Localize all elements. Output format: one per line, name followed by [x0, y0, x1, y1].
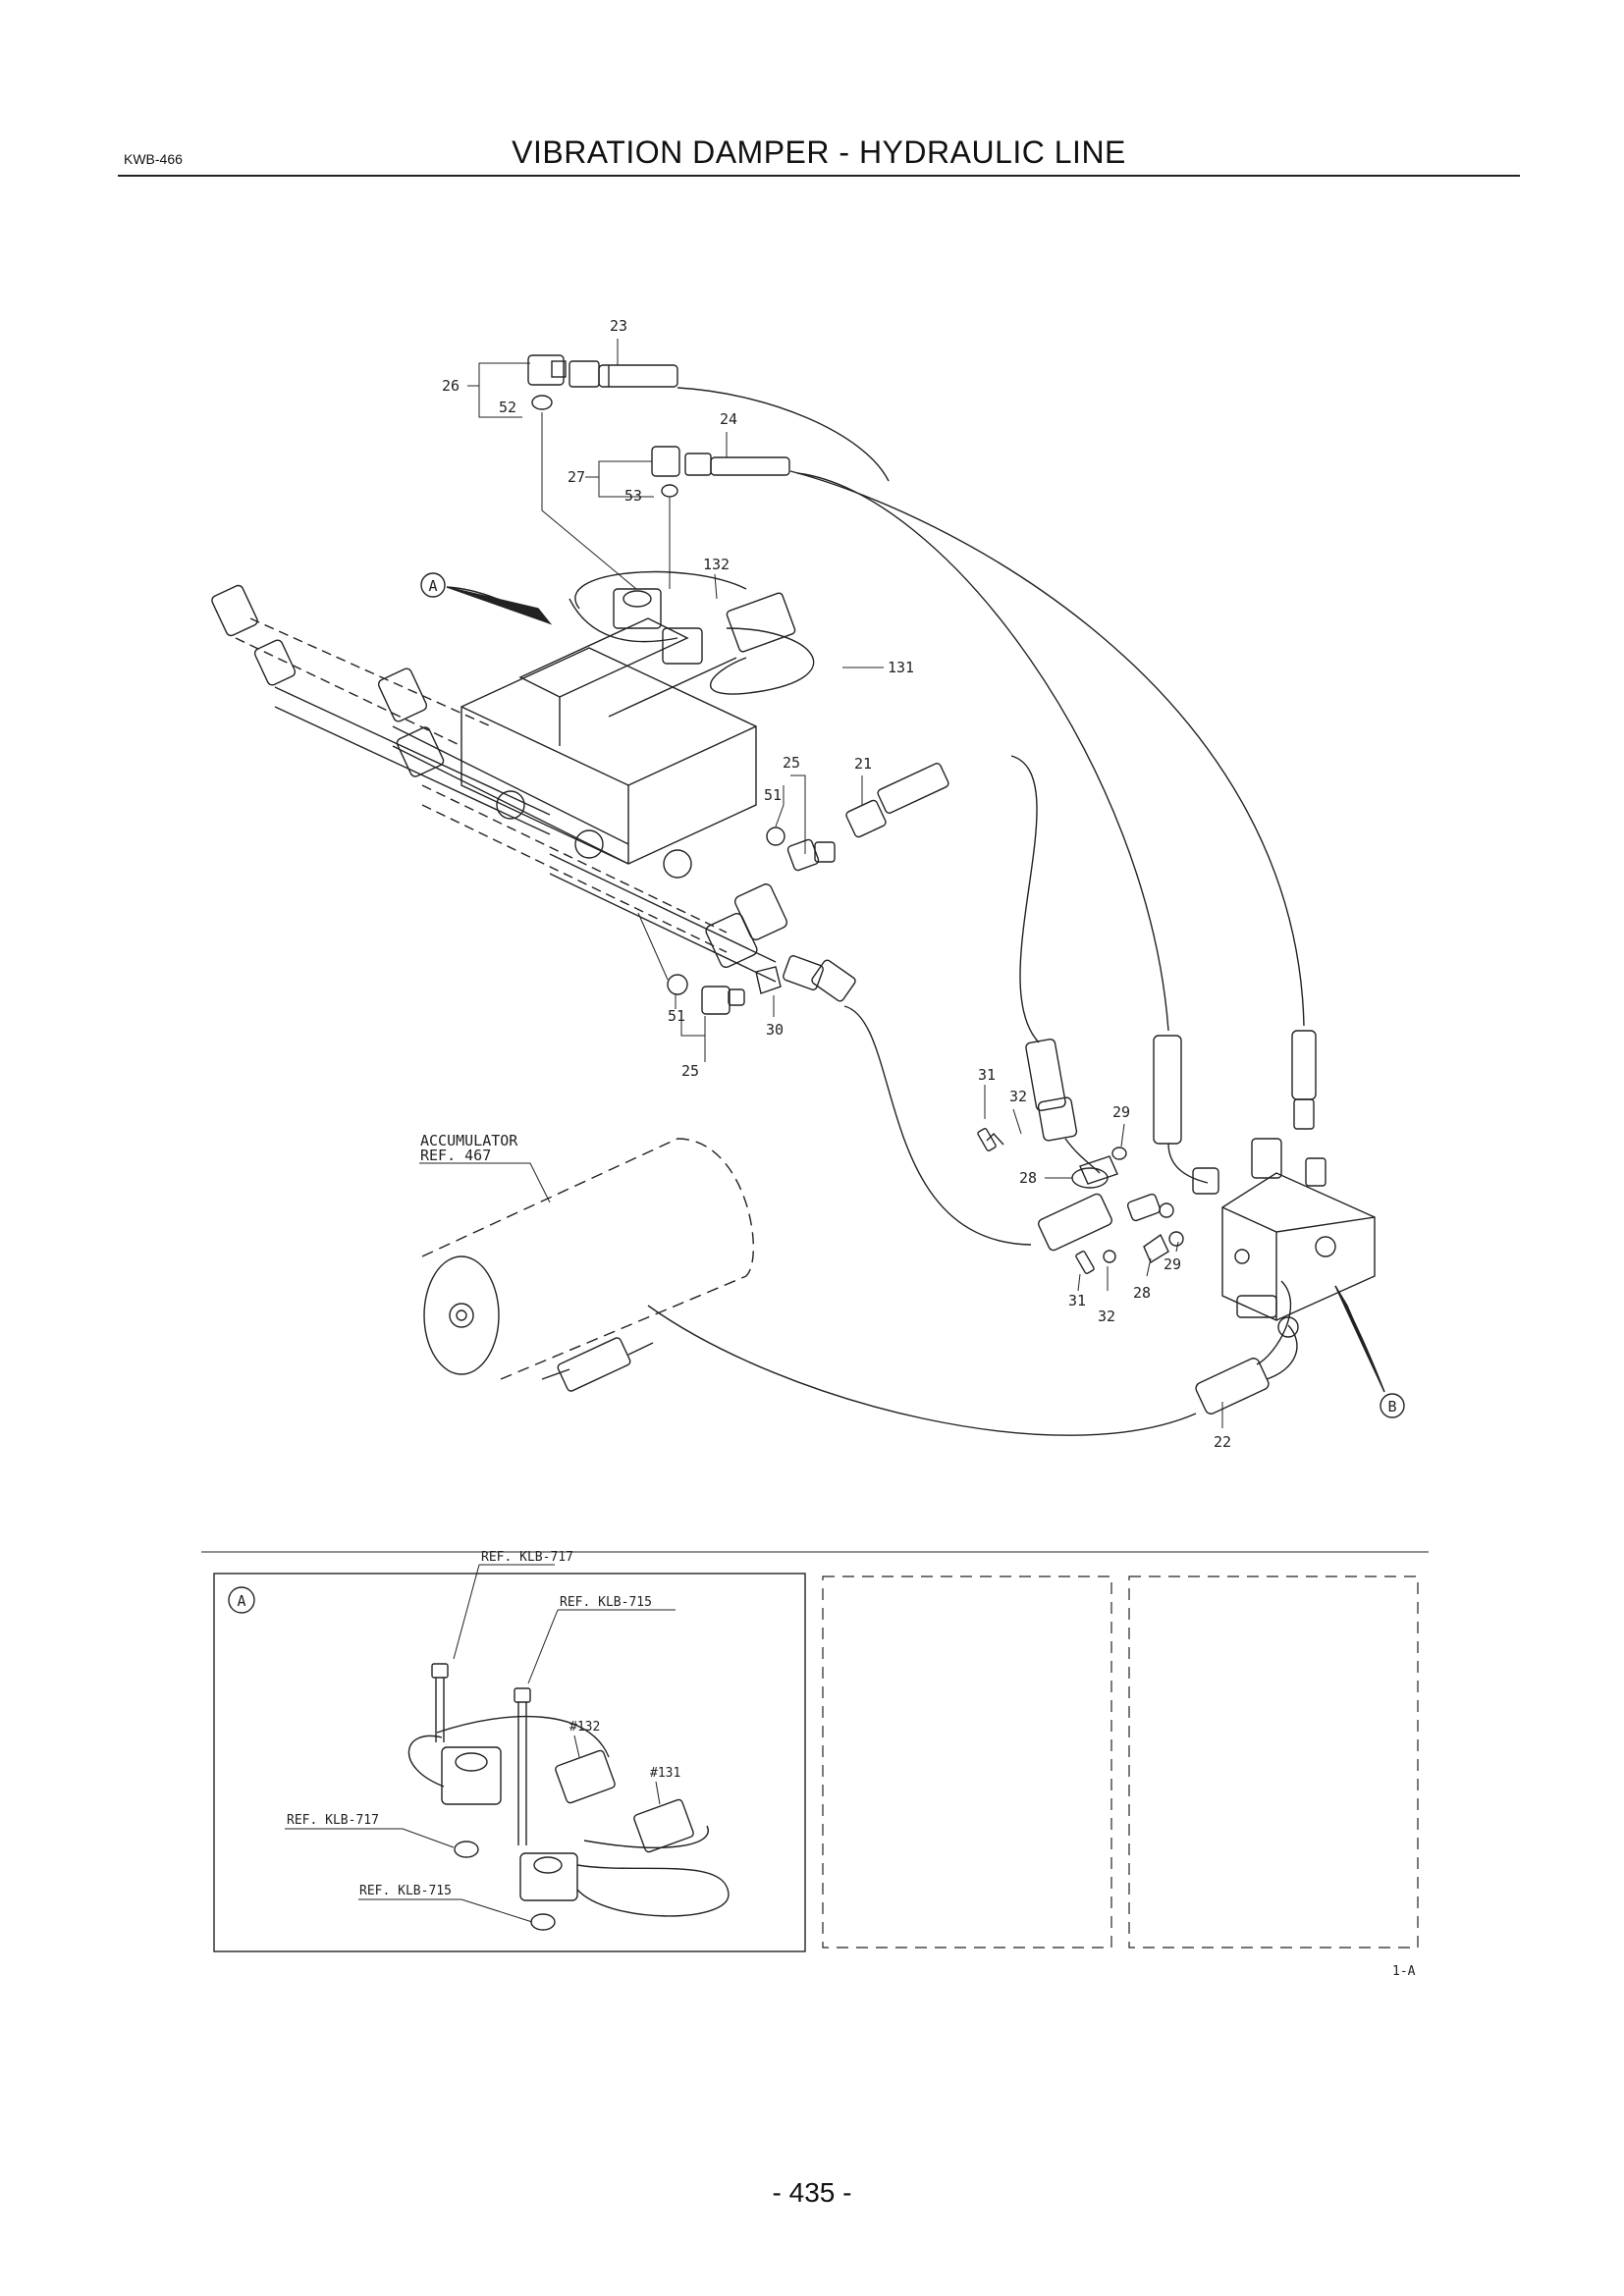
view-marker-b: B [1334, 1285, 1405, 1418]
view-marker-a: A [420, 572, 553, 625]
hose-end-left [1025, 1039, 1101, 1174]
callout-32-lower: 32 [1098, 1308, 1115, 1325]
document-code: KWB-466 [124, 151, 183, 167]
callout-28-lower: 28 [1133, 1284, 1151, 1302]
detail-panel-empty-1 [822, 1575, 1112, 1949]
accumulator [421, 1138, 754, 1392]
accumulator-name: ACCUMULATOR [420, 1132, 518, 1149]
accumulator-ref: REF. 467 [420, 1147, 491, 1164]
callout-21: 21 [854, 755, 872, 773]
callout-52: 52 [499, 399, 516, 416]
callout-23: 23 [610, 317, 627, 335]
callout-131: 131 [888, 659, 914, 676]
hose-end-middle [1153, 1035, 1219, 1195]
fitting-25-lower [667, 974, 745, 1015]
detail-a-part-132: #132 [569, 1720, 600, 1735]
detail-a-panel: A REF. KLB-7 [213, 1550, 806, 1952]
detail-a-ref-715-top: REF. KLB-715 [560, 1595, 652, 1610]
page-number: - 435 - [772, 2177, 852, 2208]
callout-27: 27 [568, 468, 585, 486]
hose-end-22 [1195, 1316, 1299, 1415]
figure-code: 1-A [1392, 1964, 1416, 1979]
damper-valve-block [1221, 1138, 1376, 1321]
fitting-26 [527, 354, 567, 410]
control-valve-assembly [211, 570, 815, 983]
callout-29-upper: 29 [1112, 1103, 1130, 1121]
hose-lines [647, 387, 1305, 1436]
callout-25-lower: 25 [681, 1062, 699, 1080]
detail-a-ref-717-oring: REF. KLB-717 [287, 1813, 379, 1828]
fitting-27 [651, 446, 680, 498]
callout-132: 132 [703, 556, 730, 573]
flange-parts [977, 1128, 1184, 1274]
hose-end-24 [684, 453, 790, 476]
callout-31-upper: 31 [978, 1066, 996, 1084]
callout-53: 53 [624, 487, 642, 505]
leader-lines [419, 339, 1223, 1428]
callout-labels: 23 26 52 24 27 53 132 131 25 51 21 51 30… [420, 317, 1231, 1451]
detail-a-marker: A [237, 1592, 245, 1610]
hose-end-right [1291, 1030, 1317, 1130]
detail-a-part-131: #131 [650, 1766, 680, 1781]
hose-end-21 [845, 763, 949, 838]
callout-31-lower: 31 [1068, 1292, 1086, 1309]
fitting-25-upper [766, 827, 836, 872]
callout-24: 24 [720, 410, 737, 428]
hose-end-23 [568, 360, 678, 388]
callout-26: 26 [442, 377, 460, 395]
callout-29-lower: 29 [1164, 1255, 1181, 1273]
detail-a-ref-717-top: REF. KLB-717 [481, 1550, 573, 1565]
hose-end-30 [755, 955, 856, 1002]
detail-panel-empty-2 [1128, 1575, 1419, 1949]
page-title: VIBRATION DAMPER - HYDRAULIC LINE [512, 134, 1126, 170]
callout-30: 30 [766, 1021, 784, 1039]
view-marker-b-label: B [1387, 1398, 1396, 1415]
callout-28-upper: 28 [1019, 1169, 1037, 1187]
callout-51-upper: 51 [764, 786, 782, 804]
callout-22: 22 [1214, 1433, 1231, 1451]
page-header: KWB-466 VIBRATION DAMPER - HYDRAULIC LIN… [118, 126, 1520, 177]
callout-51-lower: 51 [668, 1007, 685, 1025]
spool-rods [235, 617, 777, 983]
view-marker-a-label: A [428, 577, 437, 595]
callout-25-upper: 25 [783, 754, 800, 772]
callout-32-upper: 32 [1009, 1088, 1027, 1105]
detail-a-ref-715-oring: REF. KLB-715 [359, 1884, 452, 1898]
